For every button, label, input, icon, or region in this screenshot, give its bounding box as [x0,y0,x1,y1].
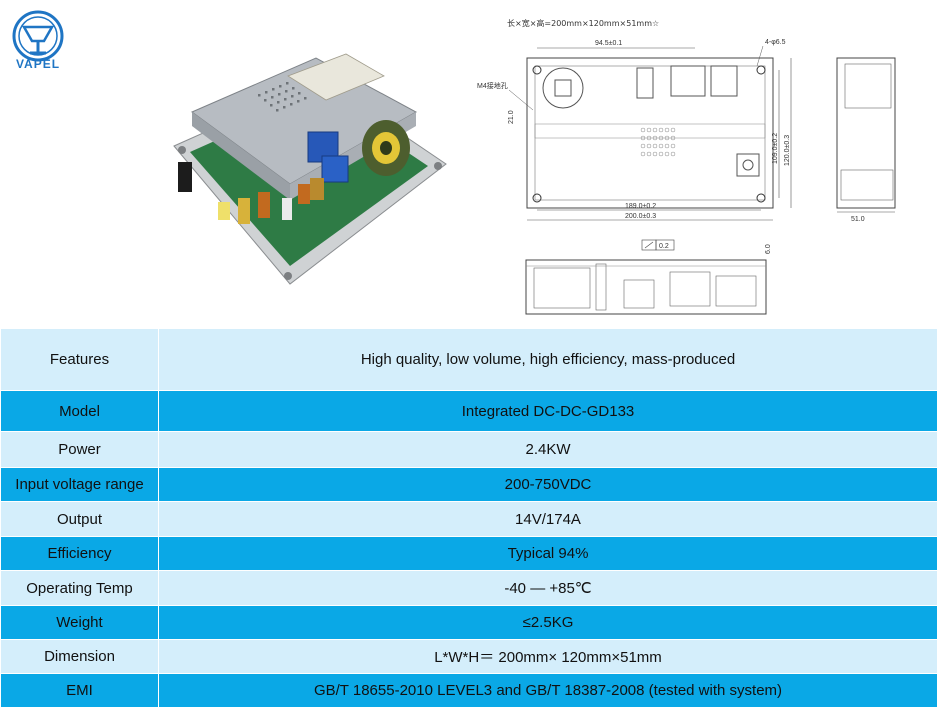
spec-value: ≤2.5KG [158,605,938,640]
dim-51: 51.0 [851,216,865,223]
product-header: VAPEL [0,0,940,328]
spec-label: Dimension [0,639,159,674]
spec-value: 2.4KW [158,431,938,468]
dimension-drawing-front: 0.2 6.0 [525,239,772,315]
spec-row-features: Features High quality, low volume, high … [0,328,938,391]
spec-row-input-voltage: Input voltage range 200-750VDC [0,467,938,502]
spec-value: High quality, low volume, high efficienc… [158,328,938,391]
logo-text: VAPEL [15,57,61,71]
spec-label: EMI [0,673,159,708]
spec-label: Operating Temp [0,570,159,606]
dim-200: 200.0±0.3 [625,213,656,220]
product-photo [173,53,447,285]
spec-label: Power [0,431,159,468]
spec-label: Efficiency [0,536,159,571]
dim-109: 109.0±0.2 [772,133,779,164]
dim-21: 21.0 [508,110,515,124]
spec-row-model: Model Integrated DC-DC-GD133 [0,390,938,432]
dim-holes: 4-φ6.5 [765,39,786,46]
spec-label: Output [0,501,159,537]
vapel-logo [12,10,64,62]
spec-row-efficiency: Efficiency Typical 94% [0,536,938,571]
spec-value: L*W*H＝ 200mm× 120mm×51mm [158,639,938,674]
dim-6: 6.0 [765,244,772,254]
dim-flatness: 0.2 [659,243,669,250]
dim-m4: M4接地孔 [477,81,508,90]
dim-94-5: 94.5±0.1 [595,40,622,47]
spec-value: -40 — +85℃ [158,570,938,606]
spec-label: Model [0,390,159,432]
spec-value: 200-750VDC [158,467,938,502]
dimension-drawing-plan: 长×宽×高=200mm×120mm×51mm☆ 94.5±0.1 4-φ6.5 … [477,18,896,223]
spec-row-output: Output 14V/174A [0,501,938,537]
spec-label: Weight [0,605,159,640]
spec-value: GB/T 18655-2010 LEVEL3 and GB/T 18387-20… [158,673,938,708]
spec-row-operating-temp: Operating Temp -40 — +85℃ [0,570,938,606]
drawing-title: 长×宽×高=200mm×120mm×51mm☆ [507,18,659,28]
spec-row-weight: Weight ≤2.5KG [0,605,938,640]
spec-value: 14V/174A [158,501,938,537]
spec-row-dimension: Dimension L*W*H＝ 200mm× 120mm×51mm [0,639,938,674]
spec-value: Typical 94% [158,536,938,571]
spec-label: Input voltage range [0,467,159,502]
spec-row-emi: EMI GB/T 18655-2010 LEVEL3 and GB/T 1838… [0,673,938,708]
spec-value: Integrated DC-DC-GD133 [158,390,938,432]
spec-row-power: Power 2.4KW [0,431,938,468]
spec-label: Features [0,328,159,391]
dim-189: 189.0±0.2 [625,203,656,210]
dim-120: 120.0±0.3 [784,135,791,166]
spec-table: Features High quality, low volume, high … [0,328,938,708]
